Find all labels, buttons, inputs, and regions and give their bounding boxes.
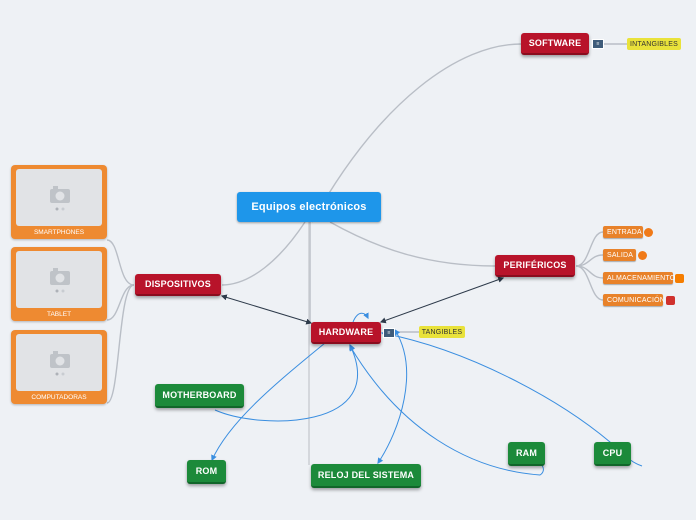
entrada-label: ENTRADA xyxy=(607,228,642,236)
dispositivos-label: DISPOSITIVOS xyxy=(145,279,211,289)
subtopic-comunicacion[interactable]: COMUNICACIÓN xyxy=(603,294,666,306)
image-card-tablet[interactable]: TABLET xyxy=(11,247,107,321)
link-disp-comp xyxy=(106,284,135,404)
motherboard-label: MOTHERBOARD xyxy=(162,390,237,400)
relation-perifericos-hardware xyxy=(379,276,505,324)
hardware-self-loop xyxy=(352,312,369,323)
tangibles-label: TANGIBLES xyxy=(421,328,463,336)
image-caption: COMPUTADORAS xyxy=(31,394,87,401)
root-topic[interactable]: Equipos electrónicos xyxy=(237,192,381,222)
camera-icon xyxy=(50,351,70,376)
perifericos-label: PERIFÉRICOS xyxy=(503,260,567,270)
subtopic-entrada[interactable]: ENTRADA xyxy=(603,226,643,238)
note-icon[interactable]: ≡ xyxy=(592,39,604,49)
hardware-label: HARDWARE xyxy=(318,327,374,337)
relation-hardware-reloj xyxy=(377,328,408,464)
image-placeholder xyxy=(16,334,102,391)
image-placeholder xyxy=(16,251,102,308)
email-icon[interactable] xyxy=(666,296,675,305)
motherboard-topic[interactable]: MOTHERBOARD xyxy=(155,384,244,408)
intangibles-label: INTANGIBLES xyxy=(630,40,678,48)
link-peri-comun xyxy=(575,265,604,301)
reloj-sistema-topic[interactable]: RELOJ DEL SISTEMA xyxy=(311,464,421,488)
image-card-smartphones[interactable]: SMARTPHONES xyxy=(11,165,107,239)
image-caption: SMARTPHONES xyxy=(33,229,85,236)
globe-icon[interactable] xyxy=(644,228,653,237)
comunicacion-label: COMUNICACIÓN xyxy=(607,296,666,304)
subtopic-salida[interactable]: SALIDA xyxy=(603,249,636,261)
salida-label: SALIDA xyxy=(607,251,634,259)
software-topic[interactable]: SOFTWARE xyxy=(521,33,589,55)
subtopic-almacenamiento[interactable]: ALMACENAMIENTO xyxy=(603,272,676,284)
tangibles-tag[interactable]: TANGIBLES xyxy=(419,326,465,338)
rom-label: ROM xyxy=(195,466,218,476)
camera-icon xyxy=(50,268,70,293)
link-root-perifericos xyxy=(329,221,496,267)
image-placeholder xyxy=(16,169,102,226)
note-icon[interactable]: ≡ xyxy=(383,328,395,338)
ram-topic[interactable]: RAM xyxy=(508,442,545,466)
cpu-topic[interactable]: CPU xyxy=(594,442,631,466)
root-topic-label: Equipos electrónicos xyxy=(251,201,367,213)
hardware-topic[interactable]: HARDWARE xyxy=(311,322,381,344)
ram-label: RAM xyxy=(515,448,538,458)
relation-hardware-motherboard xyxy=(214,343,358,422)
dispositivos-topic[interactable]: DISPOSITIVOS xyxy=(135,274,221,296)
camera-icon xyxy=(50,186,70,211)
blogger-icon[interactable] xyxy=(675,274,684,283)
image-caption: TABLET xyxy=(46,311,72,318)
globe-icon[interactable] xyxy=(638,251,647,260)
intangibles-tag[interactable]: INTANGIBLES xyxy=(627,38,681,50)
image-card-computadoras[interactable]: COMPUTADORAS xyxy=(11,330,107,404)
link-root-software xyxy=(311,43,522,223)
link-disp-smart xyxy=(106,239,135,286)
relation-dispositivos-hardware xyxy=(220,294,313,325)
rom-topic[interactable]: ROM xyxy=(187,460,226,484)
perifericos-topic[interactable]: PERIFÉRICOS xyxy=(495,255,575,277)
cpu-label: CPU xyxy=(602,448,623,458)
link-disp-tablet xyxy=(106,284,135,321)
relation-hardware-rom xyxy=(211,342,326,462)
almacenamiento-label: ALMACENAMIENTO xyxy=(607,274,676,282)
software-label: SOFTWARE xyxy=(528,38,582,48)
link-root-dispositivos xyxy=(221,221,306,286)
reloj-label: RELOJ DEL SISTEMA xyxy=(317,470,415,480)
